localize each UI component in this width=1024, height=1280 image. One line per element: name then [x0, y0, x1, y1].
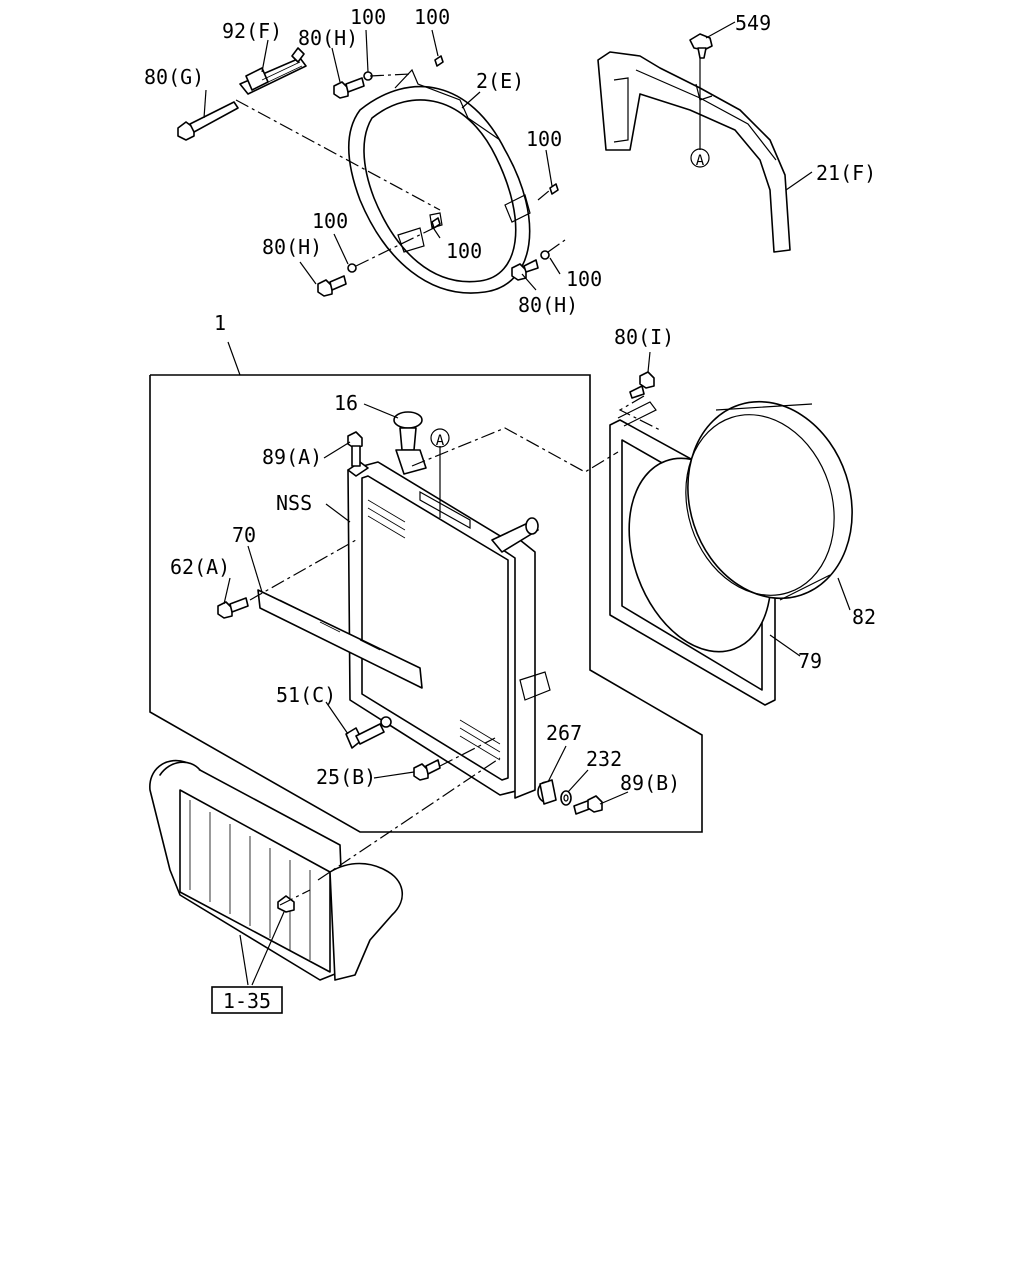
radiator-cap-16	[393, 411, 427, 475]
callout-25b: 25(B)	[316, 765, 376, 789]
leader-lines	[203, 21, 851, 986]
bolt-89b	[573, 795, 603, 815]
callout-89a: 89(A)	[262, 445, 322, 469]
callout-21f: 21(F)	[816, 161, 876, 185]
callout-80h-left: 80(H)	[262, 235, 322, 259]
callout-nss: NSS	[276, 491, 312, 515]
fan-ring-82	[685, 400, 853, 601]
bracket-70	[257, 589, 423, 689]
fan-shroud-ring	[347, 68, 531, 294]
callout-92f: 92(F)	[222, 19, 282, 43]
shroud-cover-21f	[597, 51, 791, 253]
callout-267: 267	[546, 721, 582, 745]
callout-80i: 80(I)	[614, 325, 674, 349]
bolt-80g	[177, 101, 239, 141]
washer-232	[560, 790, 572, 806]
bolt-80h-top	[333, 71, 373, 99]
bushing-267	[537, 779, 557, 805]
callout-51c: 51(C)	[276, 683, 336, 707]
callout-79: 79	[798, 649, 822, 673]
callout-100-d: 100	[312, 209, 348, 233]
outlet-pipe	[491, 517, 539, 553]
callout-100-a: 100	[350, 5, 386, 29]
ref-marker-a-mid-text: A	[436, 433, 445, 449]
callout-62a: 62(A)	[170, 555, 230, 579]
callout-labels: 549 92(F) 80(H) 100 100 80(G) 2(E) 100 2…	[144, 5, 876, 795]
callout-80g: 80(G)	[144, 65, 204, 89]
callout-80h-right: 80(H)	[518, 293, 578, 317]
drain-cock-51c	[345, 716, 392, 749]
bolt-25b	[413, 759, 441, 781]
ref-marker-a-top: A	[690, 148, 710, 169]
intercooler	[149, 759, 404, 981]
bolt-62a	[217, 597, 249, 619]
callout-100-e: 100	[446, 239, 482, 263]
callout-100-f: 100	[566, 267, 602, 291]
clip-549	[689, 33, 713, 59]
bolt-89a	[347, 431, 363, 467]
radiator-core	[347, 461, 551, 799]
callout-70: 70	[232, 523, 256, 547]
callout-549: 549	[735, 11, 771, 35]
callout-100-c: 100	[526, 127, 562, 151]
reference-box-1-35: 1-35	[211, 986, 283, 1014]
callout-1: 1	[214, 311, 226, 335]
ref-marker-a-mid: A	[430, 428, 450, 449]
assembly-outline	[149, 374, 703, 833]
reference-box-1-35-text: 1-35	[223, 989, 271, 1013]
assembly-center-lines	[235, 73, 661, 906]
callout-2e: 2(E)	[476, 69, 524, 93]
bolt-80h-bottom-left	[317, 263, 357, 297]
callout-100-b: 100	[414, 5, 450, 29]
ref-marker-a-top-text: A	[696, 153, 705, 169]
bracket-92f	[239, 47, 307, 95]
callout-16: 16	[334, 391, 358, 415]
callout-232: 232	[586, 747, 622, 771]
callout-89b: 89(B)	[620, 771, 680, 795]
callout-80h-top: 80(H)	[298, 26, 358, 50]
bolt-80i	[629, 371, 655, 399]
callout-82: 82	[852, 605, 876, 629]
clips-100	[431, 55, 559, 229]
